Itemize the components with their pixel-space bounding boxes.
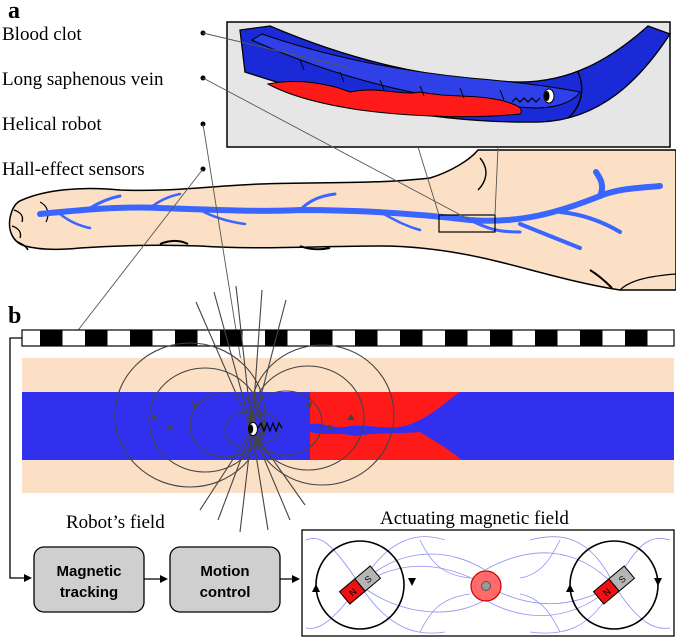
workspace-center [481, 581, 491, 591]
inset-robot-spring [511, 97, 541, 103]
hall-sensor-cell [175, 330, 198, 346]
label-hall-sensors: Hall-effect sensors [2, 159, 145, 180]
foot-toes [11, 209, 29, 251]
knee-line [477, 157, 487, 191]
left-magnet-north: N [347, 586, 358, 598]
skin-creases [159, 240, 613, 289]
saphenous-vein [37, 169, 663, 250]
hall-sensor-cell [130, 330, 153, 346]
leader-vein [202, 77, 471, 221]
label-vein: Long saphenous vein [2, 69, 164, 90]
zoom-region-box [438, 214, 496, 233]
hall-sensor-cell [355, 330, 378, 346]
hall-sensor-cell [40, 330, 63, 346]
left-permanent-magnet: N S [338, 565, 382, 605]
tracking-line1: Magnetic [56, 563, 121, 580]
hall-sensor-cell [85, 330, 108, 346]
hall-sensor-cell [580, 330, 603, 346]
robot-helix-spring [257, 421, 283, 433]
control-line1: Motion [200, 563, 249, 580]
feedback-line [9, 337, 32, 582]
thigh-line [619, 273, 676, 291]
leg-skin [8, 149, 676, 291]
leader-blood-clot [202, 32, 351, 69]
label-blood-clot: Blood clot [2, 24, 82, 45]
zoom-connectors [417, 146, 499, 216]
left-magnet-south: S [363, 574, 374, 586]
helical-robot [248, 421, 283, 436]
vessel-blood-clot [310, 392, 462, 460]
control-line2: control [200, 584, 251, 601]
sensor-strip [21, 329, 675, 347]
hall-sensor-cell [445, 330, 468, 346]
panel-a-letter: a [8, 0, 20, 24]
right-magnet-south: S [617, 574, 628, 586]
inset-vein [239, 25, 671, 123]
caption-robot-field: Robot’s field [66, 512, 165, 533]
robot-field-lines [114, 285, 395, 533]
hall-sensor-cell [310, 330, 333, 346]
label-helical-robot: Helical robot [2, 114, 102, 135]
hall-sensor-cell [490, 330, 513, 346]
right-permanent-magnet: N S [592, 565, 636, 605]
tracking-line2: tracking [60, 584, 118, 601]
leader-sensors [71, 168, 204, 339]
panel-b-letter: b [8, 303, 21, 329]
caption-actuating-field: Actuating magnetic field [380, 508, 569, 529]
hall-sensor-cell [535, 330, 558, 346]
hall-sensor-cell [400, 330, 423, 346]
right-magnet-north: N [601, 586, 612, 598]
inset-blood-clot [266, 81, 522, 118]
hall-sensor-cell [625, 330, 648, 346]
hall-sensor-cell [220, 330, 243, 346]
